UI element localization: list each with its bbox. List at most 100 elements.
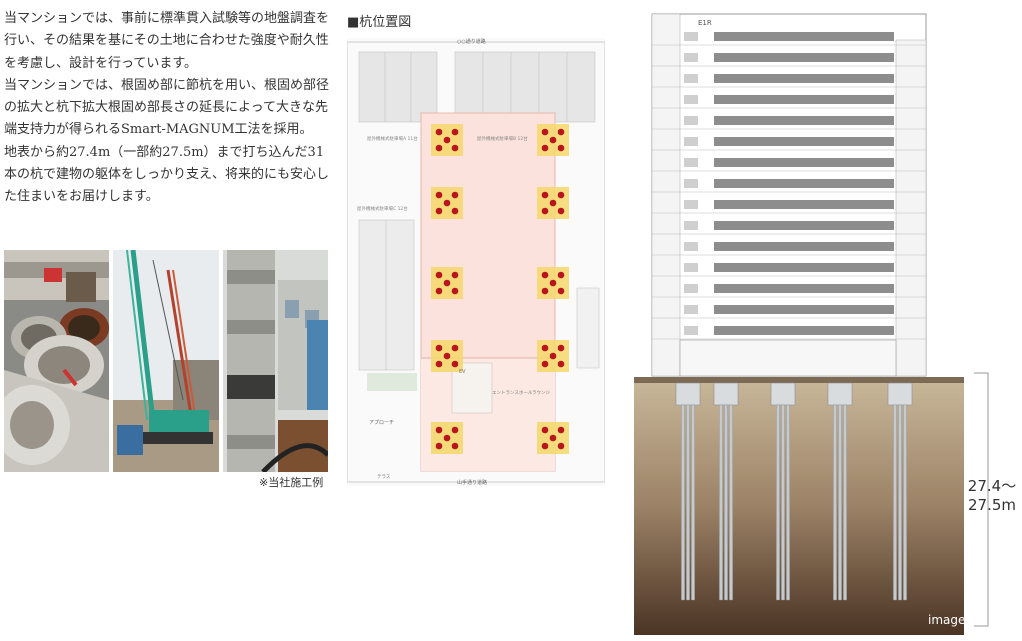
pile-shaft bbox=[681, 404, 685, 601]
pile-marker bbox=[557, 426, 565, 434]
photo-caption: ※当社施工例 bbox=[259, 476, 324, 489]
window bbox=[684, 95, 698, 104]
pile-shaft bbox=[843, 404, 847, 601]
photo-concrete-piles bbox=[4, 250, 109, 472]
pile-marker bbox=[557, 128, 565, 136]
entrance-label: エントランスホール bbox=[492, 390, 533, 396]
road-top-label: ○○通り道路 bbox=[457, 38, 486, 45]
pile-marker bbox=[557, 207, 565, 215]
depth-value: 27.4〜 27.5m bbox=[967, 477, 1017, 514]
road-bottom-label: 山手通り道路 bbox=[457, 479, 487, 486]
pile-position-plan: ○○通り道路 山手通り道路 屋外機械式駐車場A 11台 屋外機械式駐車場B 12… bbox=[346, 38, 606, 486]
pile-marker bbox=[435, 426, 443, 434]
window bbox=[684, 326, 698, 335]
pile-marker bbox=[541, 426, 549, 434]
pile-shaft bbox=[781, 404, 785, 601]
balcony-band bbox=[714, 53, 894, 62]
window bbox=[684, 74, 698, 83]
window bbox=[684, 305, 698, 314]
pile-marker bbox=[451, 271, 459, 279]
pile-cap bbox=[827, 382, 853, 406]
window bbox=[684, 284, 698, 293]
pile-marker bbox=[435, 344, 443, 352]
pile-shaft bbox=[838, 404, 842, 601]
pile-shaft bbox=[898, 404, 902, 601]
approach-label: アプローチ bbox=[369, 420, 394, 426]
pile-marker bbox=[541, 344, 549, 352]
pile-marker bbox=[451, 287, 459, 295]
pile-marker bbox=[451, 442, 459, 450]
pile-marker bbox=[443, 199, 451, 207]
description-paragraph-2: 当マンションでは、根固め部に節杭を用い、根固め部径の拡大と杭下拡大根固め部長さの… bbox=[4, 77, 330, 138]
pile-shaft bbox=[786, 404, 790, 601]
balcony-band bbox=[714, 200, 894, 209]
pile-marker bbox=[435, 271, 443, 279]
building-elevation: E1R bbox=[634, 0, 977, 637]
lounge-label: ラウンジ bbox=[532, 389, 550, 396]
pile-marker bbox=[451, 144, 459, 152]
pile-marker bbox=[541, 144, 549, 152]
pile-marker bbox=[443, 434, 451, 442]
window bbox=[684, 53, 698, 62]
balcony-band bbox=[714, 305, 894, 314]
ev-label: EV bbox=[459, 369, 466, 375]
pile-shaft bbox=[691, 404, 695, 601]
pile-marker bbox=[541, 287, 549, 295]
window bbox=[684, 158, 698, 167]
pile-shaft bbox=[776, 404, 780, 601]
parking-a-label: 屋外機械式駐車場A 11台 bbox=[367, 135, 418, 142]
parking-b-label: 屋外機械式駐車場B 12台 bbox=[477, 135, 528, 142]
pile-shaft bbox=[729, 404, 733, 601]
photo-pile-closeup bbox=[223, 250, 328, 472]
roof-floor-label: E1R bbox=[698, 19, 712, 27]
window bbox=[684, 137, 698, 146]
pile-shaft bbox=[719, 404, 723, 601]
pile-marker bbox=[451, 128, 459, 136]
pile-cap bbox=[887, 382, 913, 406]
description-text: 当マンションでは、事前に標準貫入試験等の地盤調査を行い、その結果を基にその土地に… bbox=[4, 8, 334, 209]
pile-marker bbox=[541, 207, 549, 215]
pile-marker bbox=[435, 207, 443, 215]
pile-marker bbox=[549, 199, 557, 207]
pile-marker bbox=[451, 191, 459, 199]
photo-pile-driver bbox=[113, 250, 219, 472]
pile-marker bbox=[557, 442, 565, 450]
window bbox=[684, 263, 698, 272]
pile-cap bbox=[713, 382, 739, 406]
pile-marker bbox=[443, 136, 451, 144]
pile-shaft bbox=[686, 404, 690, 601]
pile-shaft bbox=[833, 404, 837, 601]
pile-cap bbox=[770, 382, 796, 406]
pile-marker bbox=[549, 279, 557, 287]
depth-label: 27.4〜 27.5m bbox=[964, 477, 1020, 515]
pile-marker bbox=[435, 287, 443, 295]
description-paragraph-1: 当マンションでは、事前に標準貫入試験等の地盤調査を行い、その結果を基にその土地に… bbox=[4, 11, 330, 71]
window bbox=[684, 179, 698, 188]
pile-marker bbox=[451, 426, 459, 434]
window bbox=[684, 221, 698, 230]
pile-shaft bbox=[724, 404, 728, 601]
balcony-band bbox=[714, 74, 894, 83]
pile-shaft bbox=[893, 404, 897, 601]
balcony-band bbox=[714, 179, 894, 188]
balcony-band bbox=[714, 32, 894, 41]
pile-marker bbox=[435, 442, 443, 450]
balcony-band bbox=[714, 263, 894, 272]
parking-c-label: 屋外機械式駐車場C 12台 bbox=[357, 205, 408, 212]
window bbox=[684, 242, 698, 251]
pile-cap bbox=[675, 382, 701, 406]
terrace-label: テラス bbox=[377, 474, 391, 480]
depth-bracket bbox=[974, 372, 989, 627]
plan-title: ■杭位置図 bbox=[347, 15, 412, 30]
pile-shaft bbox=[903, 404, 907, 601]
pile-marker bbox=[435, 128, 443, 136]
balcony-band bbox=[714, 95, 894, 104]
pile-marker bbox=[541, 128, 549, 136]
description-paragraph-3: 地表から約27.4m（一部約27.5m）まで打ち込んだ31本の杭で建物の躯体をし… bbox=[4, 144, 330, 205]
pile-marker bbox=[541, 442, 549, 450]
pile-marker bbox=[557, 191, 565, 199]
pile-marker bbox=[435, 191, 443, 199]
pile-marker bbox=[451, 360, 459, 368]
pile-marker bbox=[557, 271, 565, 279]
balcony-band bbox=[714, 116, 894, 125]
